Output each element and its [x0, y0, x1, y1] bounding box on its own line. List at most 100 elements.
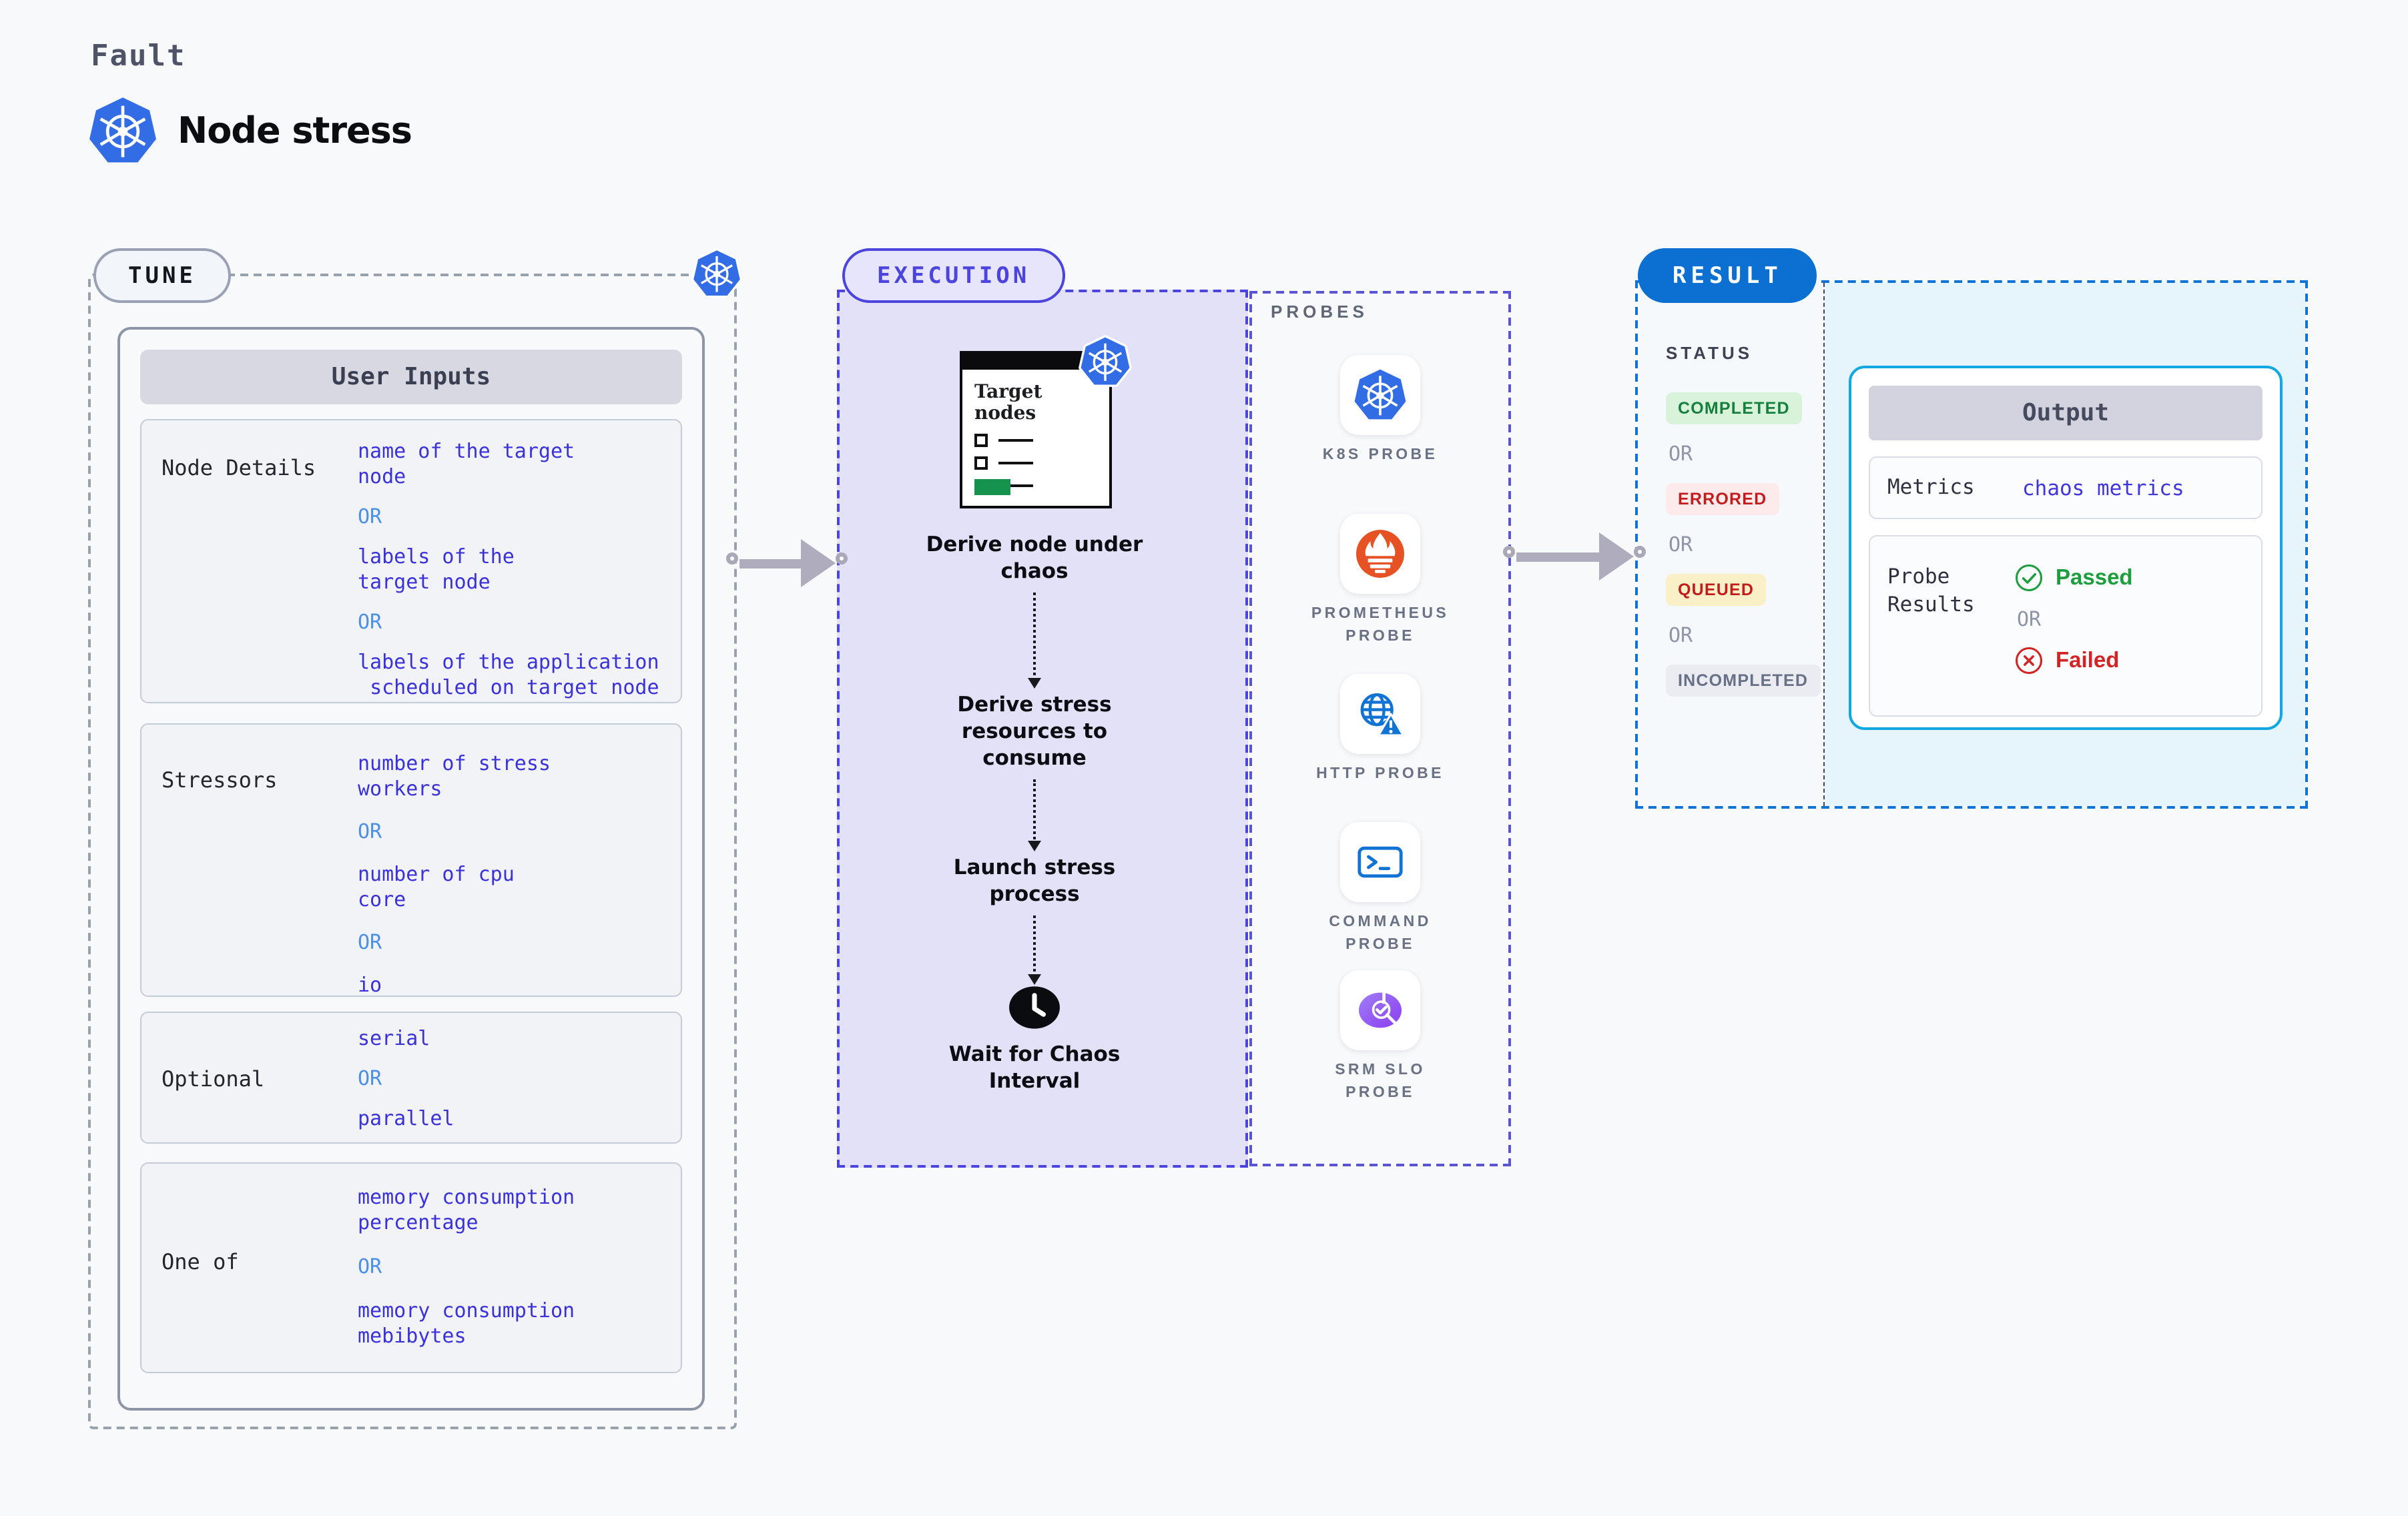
http-probe-icon	[1353, 687, 1407, 741]
probe-card	[1340, 674, 1420, 754]
or-separator: OR	[1669, 442, 1693, 466]
probe-label: COMMAND PROBE	[1329, 914, 1432, 953]
execution-step-3: Launch stress process	[953, 855, 1116, 906]
row-label: Node Details	[162, 455, 316, 480]
status-badge-queued: QUEUED	[1666, 574, 1767, 606]
probe-results-label: Probe Results	[1887, 564, 1975, 617]
arrow-start-connector	[726, 552, 738, 564]
status-panel: STATUS COMPLETED OR ERRORED OR QUEUED OR…	[1638, 283, 1825, 806]
dotted-arrow-down	[1028, 593, 1041, 689]
table-row-optional: Optional serial OR parallel	[140, 1012, 682, 1144]
arrow-shaft	[739, 559, 808, 568]
k8s-probe-icon	[1353, 368, 1407, 422]
line-placeholder	[998, 484, 1033, 488]
flow-arrow-tune-to-execution	[726, 539, 848, 587]
target-nodes-label: Target nodes	[974, 382, 1042, 424]
input-option: name of the target node	[358, 439, 575, 488]
status-badge-errored: ERRORED	[1666, 483, 1779, 515]
checkbox-icon	[974, 456, 988, 470]
dotted-arrow-down	[1028, 779, 1041, 851]
or-separator: OR	[358, 504, 382, 528]
srm-slo-probe-icon	[1353, 984, 1407, 1037]
input-option: number of cpu core	[358, 862, 515, 911]
or-separator: OR	[358, 1254, 382, 1278]
probe-label: HTTP PROBE	[1316, 766, 1444, 782]
probes-title: PROBES	[1271, 302, 1368, 322]
arrow-end-connector	[1634, 546, 1646, 558]
row-values: memory consumption percentage OR memory …	[358, 1185, 575, 1349]
probe-card	[1340, 822, 1420, 902]
kubernetes-icon	[88, 96, 158, 165]
input-option: labels of the application scheduled on t…	[358, 650, 659, 699]
or-separator: OR	[358, 610, 382, 634]
or-separator: OR	[358, 1066, 382, 1090]
probe-card	[1340, 970, 1420, 1050]
probe-label: PROMETHEUS PROBE	[1311, 606, 1450, 645]
passed-line: Passed	[2014, 563, 2133, 593]
user-inputs-header: User Inputs	[140, 350, 682, 404]
result-badge: RESULT	[1638, 248, 1817, 303]
tune-section-box	[88, 274, 737, 1429]
kubernetes-badge-icon	[1076, 332, 1135, 391]
probe-results-row: Probe Results Passed OR Failed	[1869, 535, 2263, 717]
or-separator: OR	[358, 819, 382, 843]
or-separator: OR	[2017, 607, 2042, 631]
probe-command: COMMAND PROBE	[1249, 822, 1511, 957]
output-header: Output	[1869, 386, 2263, 440]
probe-card	[1340, 514, 1420, 594]
table-row-one-of: One of memory consumption percentage OR …	[140, 1162, 682, 1373]
status-list: COMPLETED OR ERRORED OR QUEUED OR INCOMP…	[1666, 392, 1821, 697]
or-separator: OR	[358, 930, 382, 954]
arrow-start-connector	[1503, 546, 1515, 558]
row-values: number of stress workers OR number of cp…	[358, 751, 551, 998]
or-separator: OR	[1669, 623, 1693, 647]
input-option: parallel	[358, 1106, 455, 1130]
page-title: Node stress	[178, 110, 412, 151]
input-option: memory consumption percentage	[358, 1185, 575, 1234]
x-circle-icon	[2014, 646, 2044, 675]
line-placeholder	[998, 461, 1033, 465]
failed-text: Failed	[2056, 648, 2120, 672]
clock-icon	[1008, 985, 1061, 1030]
failed-line: Failed	[2014, 646, 2133, 675]
execution-step-1: Derive node under chaos	[926, 532, 1143, 583]
metrics-row: Metrics chaos metrics	[1869, 456, 2263, 519]
metrics-label: Metrics	[1887, 475, 1975, 499]
execution-step-2: Derive stress resources to consume	[957, 693, 1112, 770]
prometheus-probe-icon	[1353, 527, 1407, 581]
probe-card	[1340, 355, 1420, 435]
metrics-value: chaos metrics	[2022, 476, 2184, 500]
checklist-item	[974, 456, 1033, 470]
page-title-row: Node stress	[88, 96, 412, 165]
probe-prometheus: PROMETHEUS PROBE	[1249, 514, 1511, 649]
user-inputs-table: User Inputs Node Details name of the tar…	[117, 327, 705, 1411]
arrow-end-connector	[836, 552, 848, 564]
flow-arrow-execution-to-result	[1503, 532, 1646, 581]
checkbox-icon	[974, 434, 988, 447]
arrow-head	[801, 539, 836, 587]
or-separator: OR	[1669, 532, 1693, 556]
passed-text: Passed	[2056, 565, 2133, 589]
row-label: Stressors	[162, 767, 278, 793]
row-values: name of the target node OR labels of the…	[358, 439, 659, 701]
input-option: io	[358, 973, 382, 997]
status-badge-incompleted: INCOMPLETED	[1666, 665, 1821, 697]
output-card: Output Metrics chaos metrics Probe Resul…	[1849, 366, 2283, 730]
row-label: Optional	[162, 1066, 265, 1092]
probe-srm-slo: SRM SLO PROBE	[1249, 970, 1511, 1105]
row-values: serial OR parallel	[358, 1026, 455, 1132]
wait-for-chaos-interval-label: Wait for Chaos Interval	[948, 1042, 1121, 1093]
input-option: number of stress workers	[358, 751, 551, 801]
progress-bar	[974, 479, 1010, 495]
status-badge-completed: COMPLETED	[1666, 392, 1802, 424]
arrow-head	[1599, 532, 1634, 581]
command-probe-icon	[1353, 835, 1407, 889]
input-option: labels of the target node	[358, 544, 515, 594]
probe-label: K8S PROBE	[1322, 447, 1438, 463]
row-label: One of	[162, 1249, 239, 1274]
table-row-stressors: Stressors number of stress workers OR nu…	[140, 723, 682, 997]
fault-eyebrow: Fault	[91, 40, 186, 73]
probe-label: SRM SLO PROBE	[1335, 1062, 1426, 1101]
probes-section-box	[1249, 291, 1511, 1166]
